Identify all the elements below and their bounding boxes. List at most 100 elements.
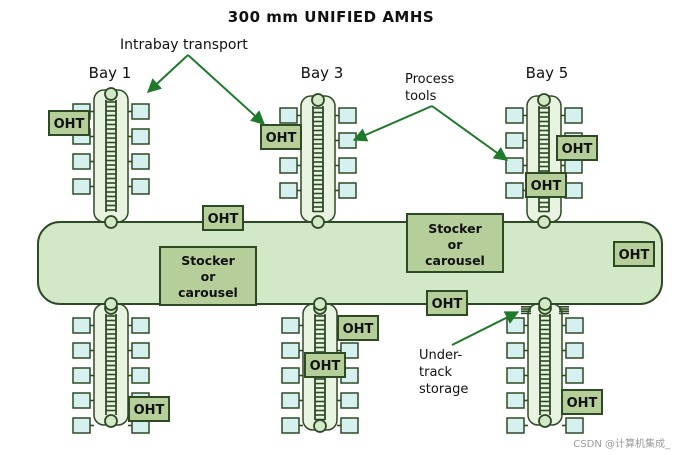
under-track-slot [521,312,531,315]
under-track-label-line1: Under- [419,348,463,363]
bay-frame-bay1-lower [93,303,129,426]
rail-junction-bay3-upper [311,215,325,229]
under-track-slot [521,310,531,312]
process-tool-bay3-lower-left-2 [281,367,300,384]
process-tool-bay1-upper-right-3 [131,178,150,195]
bay-end-node-bay1-upper [104,87,118,101]
oht-rail-top-label: OHT [208,212,239,227]
process-tool-bay1-lower-left-2 [72,367,91,384]
arrow-intrabay-to-bay1 [146,54,189,93]
oht-bay5-top-upper: OHT [556,135,598,161]
annotation-arrows [146,54,520,346]
arrow-undertrack-to-bay5 [451,311,520,346]
process-tool-bay3-upper-left-0 [279,107,298,124]
process-tool-bay5-upper-left-0 [505,107,524,124]
stocker-left-line1: Stocker [181,253,235,268]
process-tool-bay5-lower-right-0 [565,317,584,334]
process-tool-bay3-lower-left-4 [281,417,300,434]
process-tool-bay1-upper-right-0 [131,103,150,120]
stocker-left-line2: or [201,269,217,284]
rail-junction-nodes [104,215,552,311]
stocker-left-line3: carousel [178,285,238,300]
oht-bay1-bottom-label: OHT [134,403,165,418]
arrow-intrabay-to-bay3 [187,54,266,125]
oht-bay3-bottom-upper-label: OHT [343,322,374,337]
bay-bottom-node-bay3-lower [313,419,327,433]
oht-bay5-bottom: OHT [561,389,603,415]
bay-track-bay5-lower [506,301,584,434]
process-tool-bay3-lower-left-1 [281,342,300,359]
oht-bay5-top-lower-label: OHT [531,179,562,194]
oht-bay3-bottom-lower-label: OHT [310,359,341,374]
under-track-slot [559,306,569,308]
process-tool-bay3-upper-right-3 [338,182,357,199]
bay-bottom-node-bay1-lower [104,414,118,428]
process-tool-bay5-upper-left-3 [505,182,524,199]
process-tool-bay5-lower-left-0 [506,317,525,334]
process-tool-bay5-lower-left-1 [506,342,525,359]
process-tool-bay3-upper-left-3 [279,182,298,199]
arrow-process-to-bay3 [352,105,433,142]
under-track-slot [521,308,531,310]
process-tool-bay1-lower-left-0 [72,317,91,334]
process-tool-bay3-upper-right-2 [338,157,357,174]
process-tool-bay3-lower-left-0 [281,317,300,334]
process-tool-bay1-upper-right-2 [131,153,150,170]
process-tool-bay5-lower-right-4 [565,417,584,434]
rail-junction-bay3-lower [313,297,327,311]
oht-bay1-top: OHT [48,110,90,136]
oht-bay3-top-label: OHT [266,131,297,146]
csdn-credit: CSDN @计算机集成_ [573,437,671,450]
bay-track-bay5-upper [505,93,583,223]
process-tool-bay1-upper-left-2 [72,153,91,170]
under-track-label-line2: track [419,365,453,380]
bay-end-node-bay5-upper [537,93,551,107]
rail-junction-bay1-upper [104,215,118,229]
process-tool-bay1-lower-left-4 [72,417,91,434]
oht-bay5-top-upper-label: OHT [562,142,593,157]
bay-bottom-node-bay5-lower [538,414,552,428]
stocker-right-line2: or [448,237,464,252]
process-tool-bay5-upper-right-0 [564,107,583,124]
under-track-slot [559,310,569,312]
rail-junction-bay5-upper [537,215,551,229]
process-tool-bay5-lower-right-1 [565,342,584,359]
under-track-storage-markers [521,306,569,315]
oht-bay3-top: OHT [260,124,302,150]
stocker-right-line3: carousel [425,253,485,268]
under-track-slot [521,306,531,308]
oht-bay1-bottom: OHT [128,396,170,422]
process-tool-bay1-lower-left-1 [72,342,91,359]
arrow-process-to-bay5 [431,105,509,161]
bay-label-3: Bay 3 [301,64,344,82]
bay-frame-bay5-lower [527,303,563,426]
under-track-slot [559,308,569,310]
process-tool-bay3-lower-right-3 [340,392,359,409]
process-tool-bay5-lower-left-3 [506,392,525,409]
process-tool-bay3-upper-left-2 [279,157,298,174]
oht-vehicles: OHT OHT OHT OHT OHT OHT OHT OHT OHT OHT … [48,110,655,422]
oht-bay1-top-label: OHT [54,117,85,132]
oht-rail-bottom-label: OHT [432,297,463,312]
under-track-slot [559,312,569,315]
process-tool-bay5-lower-left-2 [506,367,525,384]
process-tool-bay3-upper-right-0 [338,107,357,124]
stocker-right: Stocker or carousel [406,213,504,273]
stocker-right-line1: Stocker [428,221,482,236]
under-track-label-line3: storage [419,382,468,397]
bay-label-5: Bay 5 [526,64,569,82]
process-tool-bay1-lower-right-2 [131,367,150,384]
process-tool-bay1-lower-right-0 [131,317,150,334]
oht-bay5-top-lower: OHT [525,172,567,198]
process-tool-bay1-upper-right-1 [131,128,150,145]
oht-bay5-bottom-label: OHT [567,396,598,411]
process-tool-bay5-upper-right-3 [564,182,583,199]
rail-junction-bay5-lower [538,297,552,311]
process-tool-bay5-lower-right-2 [565,367,584,384]
process-tool-bay5-lower-left-4 [506,417,525,434]
oht-rail-right-label: OHT [619,248,650,263]
process-tool-bay3-lower-right-4 [340,417,359,434]
process-tool-bay5-upper-left-1 [505,132,524,149]
oht-rail-top: OHT [202,205,244,231]
